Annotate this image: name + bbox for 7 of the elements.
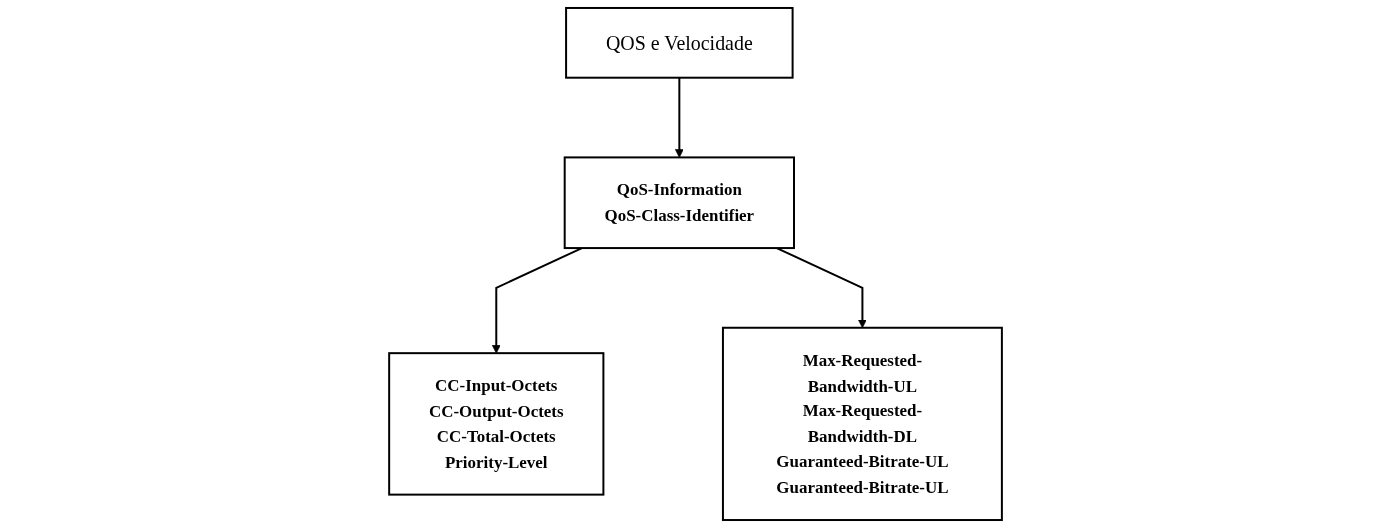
node-box: QOS e Velocidade <box>565 6 794 79</box>
node-box: CC-Input-Octets CC-Output-Octets CC-Total-Octets Priority-Level <box>388 352 605 496</box>
arrow <box>674 76 684 158</box>
node-box: Max-Requested-Bandwidth-UL Max-Requested-Bandwidth-DL Guaranteed-Bitrate-UL Guaranteed-Bitrate-UL <box>721 326 1003 522</box>
node-box: QoS-Information QoS-Class-Identifier <box>563 156 795 250</box>
arrow <box>491 247 583 354</box>
arrow <box>775 247 867 329</box>
